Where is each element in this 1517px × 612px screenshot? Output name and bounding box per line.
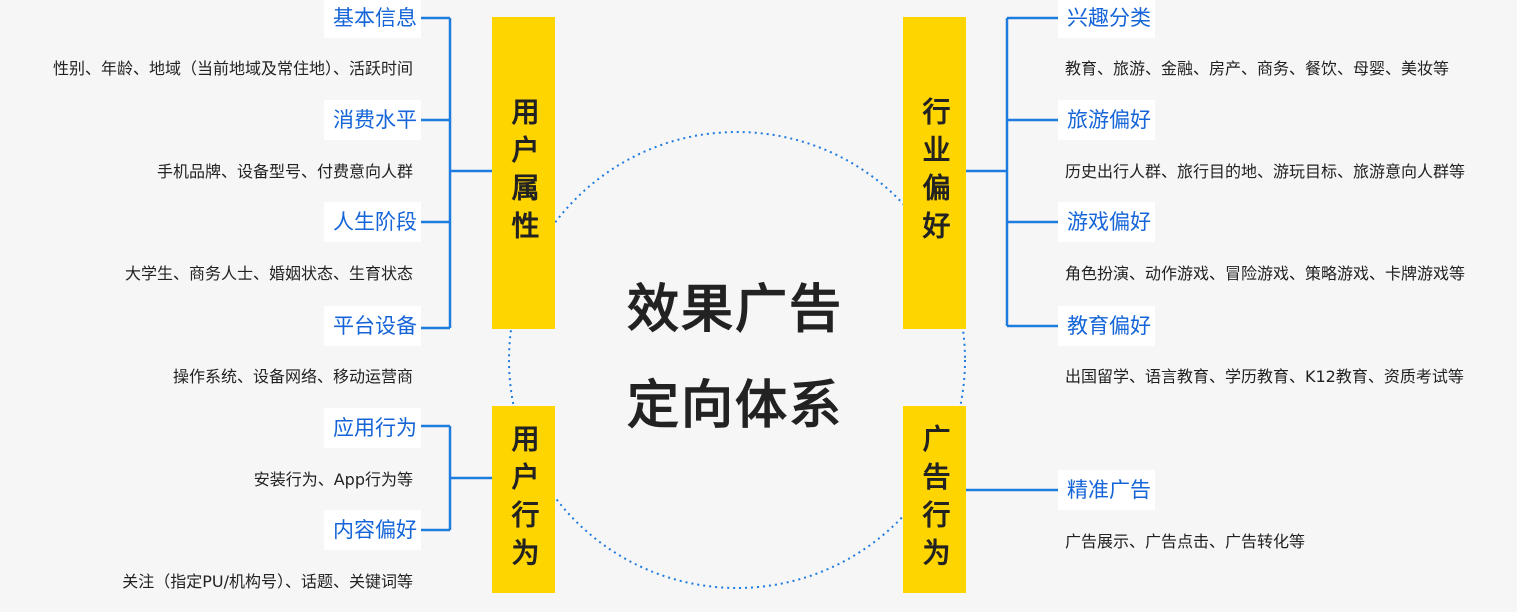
subcategory-consumption: 消费水平 (324, 100, 421, 140)
subcategory-game: 游戏偏好 (1058, 202, 1155, 242)
desc-content-preference: 关注（指定PU/机构号）、话题、关键词等 (122, 572, 413, 591)
subcategory-travel: 旅游偏好 (1058, 100, 1155, 140)
center-title-line2: 定向体系 (626, 376, 843, 436)
subcategory-precise-ads: 精准广告 (1058, 470, 1155, 510)
connector-user-behavior (420, 424, 492, 532)
desc-app-behavior: 安装行为、App行为等 (253, 470, 413, 489)
desc-consumption: 手机品牌、设备型号、付费意向人群 (156, 162, 413, 181)
subcategory-education: 教育偏好 (1058, 306, 1155, 346)
connector-user-attributes (420, 16, 492, 330)
desc-precise-ads: 广告展示、广告点击、广告转化等 (1065, 532, 1306, 551)
desc-basic-info: 性别、年龄、地域（当前地域及常住地）、活跃时间 (52, 59, 413, 78)
category-ad-behavior-label: 广告行为 (918, 423, 952, 576)
subcategory-basic-info: 基本信息 (324, 0, 421, 38)
desc-travel: 历史出行人群、旅行目的地、游玩目标、旅游意向人群等 (1065, 162, 1466, 181)
category-ad-behavior: 广告行为 (903, 406, 966, 593)
desc-education: 出国留学、语言教育、学历教育、K12教育、资质考试等 (1065, 367, 1464, 386)
connector-industry-preference (966, 16, 1058, 328)
subcategory-interest: 兴趣分类 (1058, 0, 1155, 38)
subcategory-app-behavior: 应用行为 (324, 408, 421, 448)
center-circle (508, 131, 966, 589)
center-title-line1: 效果广告 (626, 280, 843, 340)
desc-life-stage: 大学生、商务人士、婚姻状态、生育状态 (124, 264, 413, 283)
category-user-attributes-label: 用户属性 (507, 97, 541, 249)
desc-platform-device: 操作系统、设备网络、移动运营商 (172, 367, 413, 386)
category-industry-preference-label: 行业偏好 (918, 97, 952, 249)
category-user-attributes: 用户属性 (492, 17, 555, 329)
subcategory-life-stage: 人生阶段 (324, 202, 421, 242)
desc-game: 角色扮演、动作游戏、冒险游戏、策略游戏、卡牌游戏等 (1065, 264, 1466, 283)
category-user-behavior-label: 用户行为 (507, 423, 541, 576)
desc-interest: 教育、旅游、金融、房产、商务、餐饮、母婴、美妆等 (1065, 59, 1450, 78)
category-industry-preference: 行业偏好 (903, 17, 966, 329)
category-user-behavior: 用户行为 (492, 406, 555, 593)
subcategory-content-preference: 内容偏好 (324, 510, 421, 550)
subcategory-platform-device: 平台设备 (324, 306, 421, 346)
